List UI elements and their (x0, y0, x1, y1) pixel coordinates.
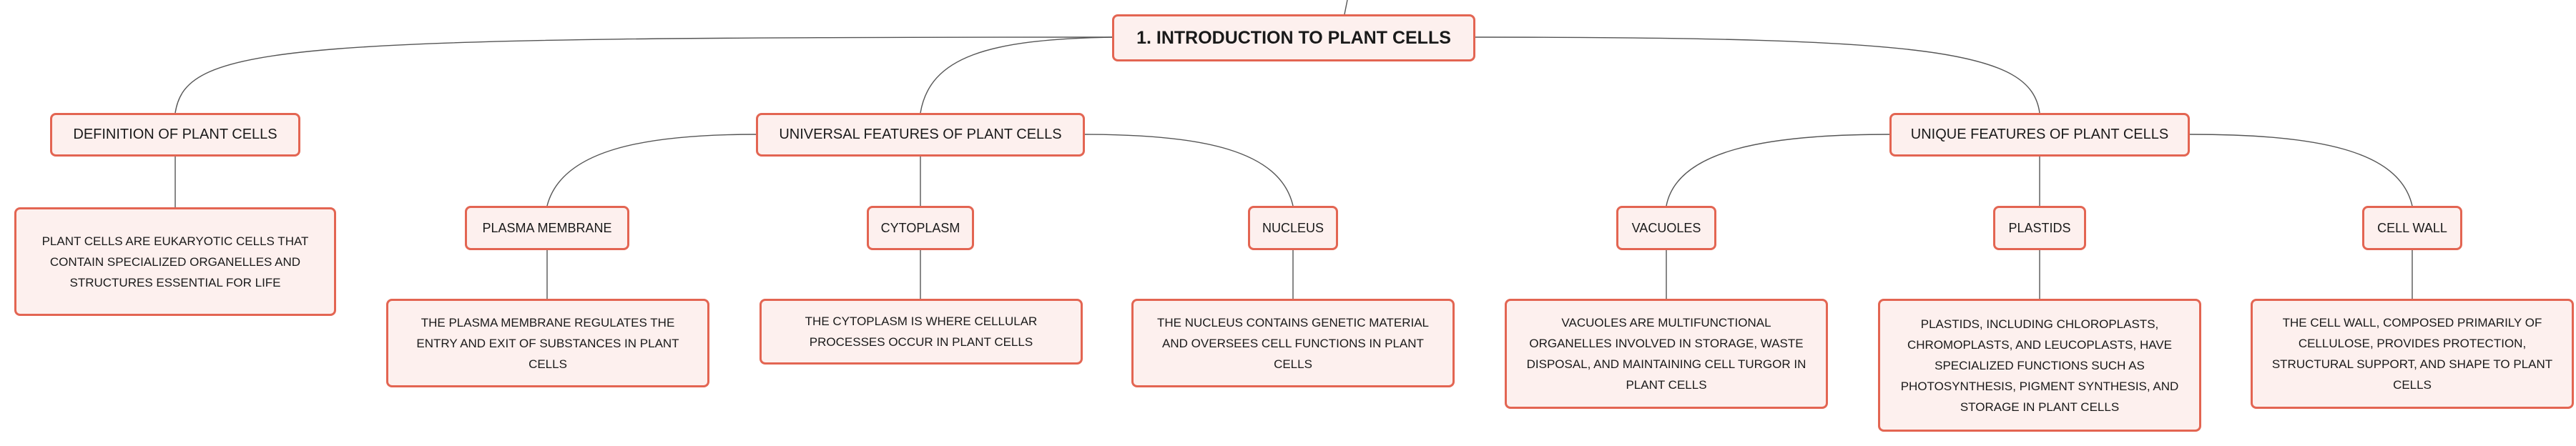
cell-wall-text: THE CELL WALL, COMPOSED PRIMARILY OF CEL… (2271, 316, 2553, 392)
cell-wall-node[interactable]: CELL WALL (2362, 206, 2462, 250)
nucleus-label: NUCLEUS (1262, 220, 1324, 235)
connector-root-universal (920, 36, 1113, 114)
cytoplasm-node[interactable]: CYTOPLASM (867, 206, 974, 250)
root-node[interactable]: 1. INTRODUCTION TO PLANT CELLS (1112, 14, 1475, 61)
plasma-membrane-label: PLASMA MEMBRANE (482, 220, 612, 235)
definition-text-node[interactable]: PLANT CELLS ARE EUKARYOTIC CELLS THAT CO… (14, 207, 336, 316)
nucleus-text: THE NUCLEUS CONTAINS GENETIC MATERIAL AN… (1156, 315, 1430, 371)
vacuoles-node[interactable]: VACUOLES (1616, 206, 1716, 250)
nucleus-text-node[interactable]: THE NUCLEUS CONTAINS GENETIC MATERIAL AN… (1131, 299, 1455, 387)
connector-root-incoming (1344, 0, 1348, 15)
cell-wall-text-node[interactable]: THE CELL WALL, COMPOSED PRIMARILY OF CEL… (2251, 299, 2574, 409)
universal-label: UNIVERSAL FEATURES OF PLANT CELLS (779, 127, 1062, 142)
cytoplasm-text: THE CYTOPLASM IS WHERE CELLULAR PROCESSE… (805, 314, 1038, 349)
plasma-membrane-text: THE PLASMA MEMBRANE REGULATES THE ENTRY … (416, 315, 679, 371)
cytoplasm-label: CYTOPLASM (880, 220, 960, 235)
connector-unique-vacuoles (1666, 134, 1890, 207)
plastids-label: PLASTIDS (2008, 220, 2071, 235)
plasma-membrane-text-node[interactable]: THE PLASMA MEMBRANE REGULATES THE ENTRY … (386, 299, 709, 387)
connector-universal-nucleus (1084, 134, 1294, 207)
cytoplasm-text-node[interactable]: THE CYTOPLASM IS WHERE CELLULAR PROCESSE… (759, 299, 1083, 365)
definition-text: PLANT CELLS ARE EUKARYOTIC CELLS THAT CO… (41, 234, 309, 289)
vacuoles-text-node[interactable]: VACUOLES ARE MULTIFUNCTIONAL ORGANELLES … (1505, 299, 1828, 409)
vacuoles-label: VACUOLES (1631, 220, 1701, 235)
plasma-membrane-node[interactable]: PLASMA MEMBRANE (465, 206, 629, 250)
unique-label: UNIQUE FEATURES OF PLANT CELLS (1910, 127, 2169, 142)
plastids-text: PLASTIDS, INCLUDING CHLOROPLASTS, CHROMO… (1900, 317, 2179, 414)
definition-node[interactable]: DEFINITION OF PLANT CELLS (50, 113, 300, 157)
cell-wall-label: CELL WALL (2377, 220, 2447, 235)
universal-node[interactable]: UNIVERSAL FEATURES OF PLANT CELLS (756, 113, 1085, 157)
definition-label: DEFINITION OF PLANT CELLS (73, 127, 277, 142)
connector-root-unique (1475, 36, 2040, 114)
connector-unique-cellwall (2189, 134, 2413, 207)
connector-root-definition (174, 36, 1113, 114)
root-label: 1. INTRODUCTION TO PLANT CELLS (1136, 27, 1451, 48)
plastids-text-node[interactable]: PLASTIDS, INCLUDING CHLOROPLASTS, CHROMO… (1878, 299, 2201, 432)
plastids-node[interactable]: PLASTIDS (1993, 206, 2086, 250)
unique-node[interactable]: UNIQUE FEATURES OF PLANT CELLS (1889, 113, 2190, 157)
vacuoles-text: VACUOLES ARE MULTIFUNCTIONAL ORGANELLES … (1526, 316, 1806, 392)
nucleus-node[interactable]: NUCLEUS (1248, 206, 1338, 250)
connector-universal-plasma (546, 134, 757, 207)
